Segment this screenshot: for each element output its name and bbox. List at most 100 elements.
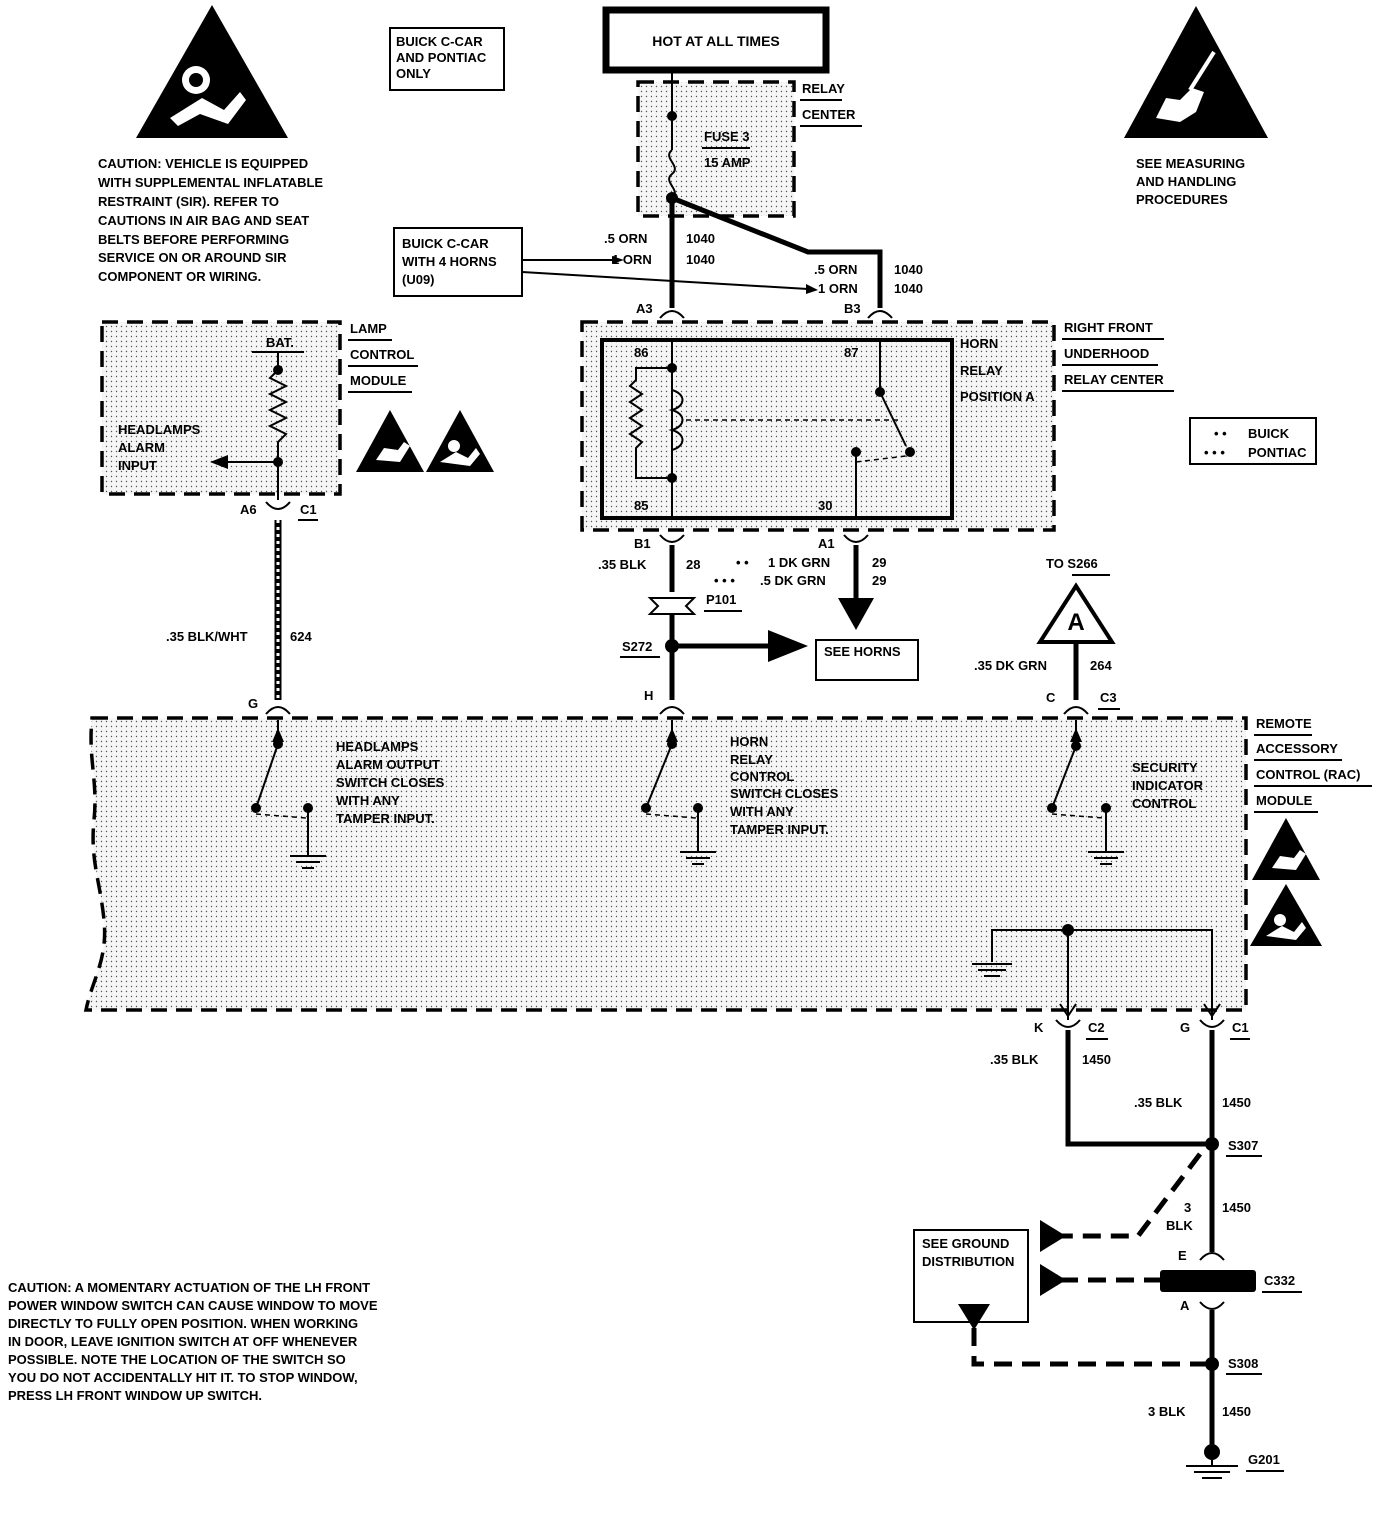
lamp-control-module-label: LAMP — [350, 321, 387, 336]
svg-text:• •: • • — [1214, 426, 1227, 441]
svg-text:MODULE: MODULE — [1256, 793, 1313, 808]
window-caution-text: CAUTION: A MOMENTARY ACTUATION OF THE LH… — [8, 1280, 378, 1403]
horn-relay-label: HORN — [960, 336, 998, 351]
svg-text:A: A — [1180, 1298, 1190, 1313]
buick-4-horns-note — [393, 227, 523, 297]
svg-text:1040: 1040 — [686, 252, 715, 267]
svg-text:.35 BLK: .35 BLK — [598, 557, 647, 572]
svg-text:WITH ANY: WITH ANY — [336, 793, 400, 808]
svg-text:3: 3 — [1184, 1200, 1191, 1215]
svg-text:INPUT: INPUT — [118, 458, 157, 473]
sir-icon-lamp — [426, 410, 494, 472]
svg-text:.35 BLK: .35 BLK — [1134, 1095, 1183, 1110]
svg-text:PRESS LH FRONT WINDOW UP SWITC: PRESS LH FRONT WINDOW UP SWITCH. — [8, 1388, 262, 1403]
svg-text:.35 BLK: .35 BLK — [990, 1052, 1039, 1067]
splice-s307: S307 — [1228, 1138, 1258, 1153]
svg-text:SEE GROUND: SEE GROUND — [922, 1236, 1009, 1251]
svg-text:RELAY: RELAY — [960, 363, 1003, 378]
svg-text:C332: C332 — [1264, 1273, 1295, 1288]
svg-text:WITH 4 HORNS: WITH 4 HORNS — [402, 254, 497, 269]
svg-text:CONTROL: CONTROL — [350, 347, 414, 362]
svg-text:28: 28 — [686, 557, 700, 572]
svg-text:AND HANDLING: AND HANDLING — [1136, 174, 1236, 189]
svg-text:YOU DO NOT ACCIDENTALLY HIT IT: YOU DO NOT ACCIDENTALLY HIT IT. TO STOP … — [8, 1370, 358, 1385]
svg-text:BELTS BEFORE PERFORMING: BELTS BEFORE PERFORMING — [98, 232, 289, 247]
ground-distribution-line-1 — [1060, 1152, 1202, 1239]
svg-text:ALARM: ALARM — [118, 440, 165, 455]
legend-box — [1189, 417, 1317, 465]
svg-text:(U09): (U09) — [402, 272, 435, 287]
esd-caution-icon — [1124, 6, 1268, 138]
security-indicator-text: SECURITY — [1132, 760, 1198, 775]
fuse-symbol — [668, 149, 676, 199]
svg-text:P101: P101 — [706, 592, 736, 607]
svg-text:1450: 1450 — [1222, 1200, 1251, 1215]
svg-text:1040: 1040 — [894, 281, 923, 296]
hot-at-all-times-text: HOT AT ALL TIMES — [652, 33, 780, 49]
svg-text:1 DK GRN: 1 DK GRN — [768, 555, 830, 570]
svg-text:UNDERHOOD: UNDERHOOD — [1064, 346, 1149, 361]
svg-text:1 ORN: 1 ORN — [612, 252, 652, 267]
svg-text:WITH SUPPLEMENTAL INFLATABLE: WITH SUPPLEMENTAL INFLATABLE — [98, 175, 323, 190]
see-ground-distribution-box — [913, 1229, 1029, 1323]
headlamps-alarm-input-label: HEADLAMPS — [118, 422, 201, 437]
svg-text:RESTRAINT (SIR). REFER TO: RESTRAINT (SIR). REFER TO — [98, 194, 279, 209]
svg-text:• •: • • — [736, 555, 749, 570]
svg-text:DISTRIBUTION: DISTRIBUTION — [922, 1254, 1014, 1269]
legend-pontiac: PONTIAC — [1248, 445, 1307, 460]
horn-relay-switch-text: HORN — [730, 734, 768, 749]
svg-text:INDICATOR: INDICATOR — [1132, 778, 1204, 793]
svg-text:264: 264 — [1090, 658, 1112, 673]
buick-pontiac-only-box — [389, 27, 505, 91]
svg-text:TAMPER INPUT.: TAMPER INPUT. — [730, 822, 829, 837]
ground-g201: G201 — [1248, 1452, 1280, 1467]
svg-text:BLK: BLK — [1166, 1218, 1193, 1233]
svg-text:AND PONTIAC: AND PONTIAC — [396, 50, 487, 65]
svg-text:CONTROL: CONTROL — [730, 769, 794, 784]
rac-internal-ground — [991, 929, 1213, 1020]
horn-relay-box — [600, 338, 954, 520]
svg-text:SWITCH CLOSES: SWITCH CLOSES — [730, 786, 839, 801]
wire-1450-k — [1065, 1030, 1212, 1147]
underhood-relay-center-label: RIGHT FRONT — [1064, 320, 1153, 335]
svg-text:.35 BLK/WHT: .35 BLK/WHT — [166, 629, 248, 644]
svg-text:C3: C3 — [1100, 690, 1117, 705]
horn-arrow — [838, 598, 874, 630]
svg-text:1040: 1040 — [686, 231, 715, 246]
splice-s308: S308 — [1228, 1356, 1258, 1371]
svg-text:MODULE: MODULE — [350, 373, 407, 388]
see-horns-box — [815, 639, 919, 681]
svg-text:A6: A6 — [240, 502, 257, 517]
sir-icon-rac — [1250, 884, 1322, 946]
svg-text:BUICK C-CAR: BUICK C-CAR — [402, 236, 489, 251]
svg-text:DIRECTLY TO FULLY OPEN POSITIO: DIRECTLY TO FULLY OPEN POSITION. WHEN WO… — [8, 1316, 358, 1331]
svg-text:1450: 1450 — [1222, 1404, 1251, 1419]
svg-text:86: 86 — [634, 345, 648, 360]
svg-text:3 BLK: 3 BLK — [1148, 1404, 1186, 1419]
svg-text:85: 85 — [634, 498, 648, 513]
svg-text:15 AMP: 15 AMP — [704, 155, 751, 170]
svg-text:A1: A1 — [818, 536, 835, 551]
svg-text:• • •: • • • — [714, 573, 735, 588]
svg-text:E: E — [1178, 1248, 1187, 1263]
svg-text:POWER WINDOW SWITCH CAN CAUSE: POWER WINDOW SWITCH CAN CAUSE WINDOW TO … — [8, 1298, 378, 1313]
relay-contact — [879, 391, 907, 447]
svg-text:H: H — [644, 688, 653, 703]
svg-text:A: A — [1067, 609, 1084, 636]
rac-module-label: REMOTE — [1256, 716, 1312, 731]
svg-text:CENTER: CENTER — [802, 107, 856, 122]
svg-text:RELAY CENTER: RELAY CENTER — [1064, 372, 1164, 387]
svg-text:CAUTION: A MOMENTARY ACTUATION: CAUTION: A MOMENTARY ACTUATION OF THE LH… — [8, 1280, 370, 1295]
hot-at-all-times-box — [602, 6, 830, 74]
svg-text:.5 DK GRN: .5 DK GRN — [760, 573, 826, 588]
svg-text:1450: 1450 — [1082, 1052, 1111, 1067]
rac-module-box — [83, 716, 1248, 1012]
svg-text:WITH ANY: WITH ANY — [730, 804, 794, 819]
buick-pontiac-only-text: BUICK C-CAR — [396, 34, 483, 49]
splice-s272: S272 — [622, 639, 652, 654]
svg-text:1450: 1450 — [1222, 1095, 1251, 1110]
svg-text:IN DOOR, LEAVE IGNITION SWITC: IN DOOR, LEAVE IGNITION SWITCH AT OFF WH… — [8, 1334, 358, 1349]
svg-text:1040: 1040 — [894, 262, 923, 277]
